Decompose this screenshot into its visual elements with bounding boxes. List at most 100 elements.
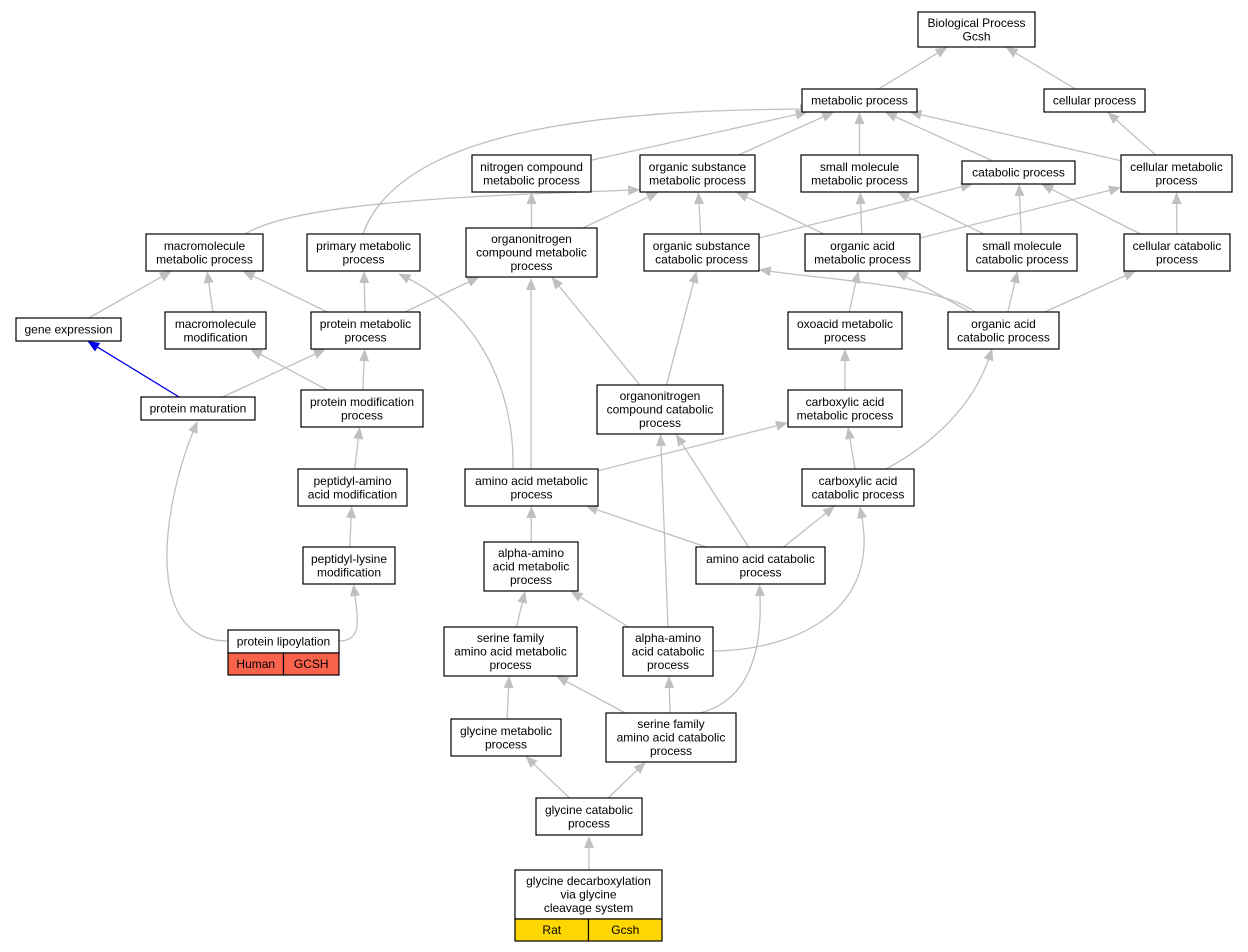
node-label-line: organonitrogen: [620, 389, 701, 403]
node-label-line: via glycine: [560, 888, 616, 902]
edge-aamet-to-carbmet: [597, 420, 788, 472]
edge-orgacidcat-to-smallmolcat: [1007, 271, 1020, 313]
edge-line: [665, 282, 695, 386]
edge-aacat-to-carbcat: [783, 506, 835, 548]
node-label-line: glycine catabolic: [545, 803, 633, 817]
arrowhead: [857, 506, 867, 519]
node-box: [471, 154, 592, 193]
edge-orgsubcat-to-orgsub: [694, 192, 704, 235]
arrowhead: [755, 584, 765, 597]
edge-line: [582, 196, 649, 229]
edge-line: [88, 276, 162, 319]
arrowhead: [822, 506, 835, 518]
edge-line: [607, 769, 638, 799]
go-term-node-cellular[interactable]: cellular process: [1043, 88, 1146, 113]
go-term-node-protmat[interactable]: protein maturation: [140, 396, 256, 421]
edge-line: [354, 438, 359, 470]
node-label-line: process: [650, 744, 692, 758]
edge-line: [668, 687, 671, 714]
node-label-line: process: [1155, 173, 1197, 187]
node-box: [801, 88, 918, 113]
go-term-node-metabolic[interactable]: metabolic process: [801, 88, 918, 113]
edge-smallmolcat-to-catabolic: [1014, 184, 1025, 235]
node-label-line: primary metabolic: [316, 239, 411, 253]
node-label-line: gene expression: [24, 323, 112, 337]
edge-orgnitrocat-to-orgnitro: [551, 277, 641, 386]
edge-line: [848, 282, 857, 313]
node-label-line: alpha-amino: [498, 546, 564, 560]
edge-line: [506, 687, 510, 720]
edge-orgacidcat-to-cellcat: [1044, 271, 1136, 313]
node-box: [300, 389, 424, 428]
edge-line: [362, 108, 808, 235]
node-label-line: glycine metabolic: [460, 724, 552, 738]
arrowhead: [1122, 271, 1136, 281]
edge-line: [849, 438, 856, 470]
node-label-line: organic substance: [653, 239, 751, 253]
node-label-line: catabolic process: [957, 330, 1050, 344]
arrowhead: [525, 756, 538, 768]
node-label-line: metabolic process: [811, 94, 908, 108]
arrowhead: [312, 349, 326, 359]
node-box: [310, 311, 421, 350]
node-label-line: process: [489, 658, 531, 672]
edge-smallmolcat-to-smallmol: [897, 192, 985, 235]
node-label-line: cellular metabolic: [1130, 160, 1223, 174]
arrowhead: [855, 192, 866, 205]
annotation-label: Gcsh: [611, 923, 639, 937]
go-term-node-catabolic[interactable]: catabolic process: [961, 160, 1076, 185]
node-label-line: metabolic process: [649, 173, 746, 187]
annotation-label: GCSH: [294, 657, 329, 671]
go-term-node-geneexp[interactable]: gene expression: [15, 317, 122, 342]
edge-carbcat-to-orgacidcat: [885, 348, 994, 470]
node-box: [695, 546, 826, 585]
node-label-line: process: [639, 416, 681, 430]
edge-glydecarb-to-glycat: [584, 836, 594, 870]
edge-line: [767, 270, 976, 313]
node-label-line: process: [510, 487, 552, 501]
node-label-line: process: [568, 816, 610, 830]
arrowhead: [840, 349, 850, 361]
edge-line: [885, 357, 990, 470]
edge-oxoacid-to-orgacid: [848, 271, 861, 313]
node-label-line: amino acid metabolic: [454, 645, 567, 659]
node-label-line: protein maturation: [150, 402, 247, 416]
node-label-line: cellular process: [1053, 94, 1136, 108]
node-label-line: carboxylic acid: [806, 395, 885, 409]
arrowhead: [585, 505, 599, 515]
node-box: [917, 11, 1036, 48]
edge-line: [660, 445, 669, 628]
